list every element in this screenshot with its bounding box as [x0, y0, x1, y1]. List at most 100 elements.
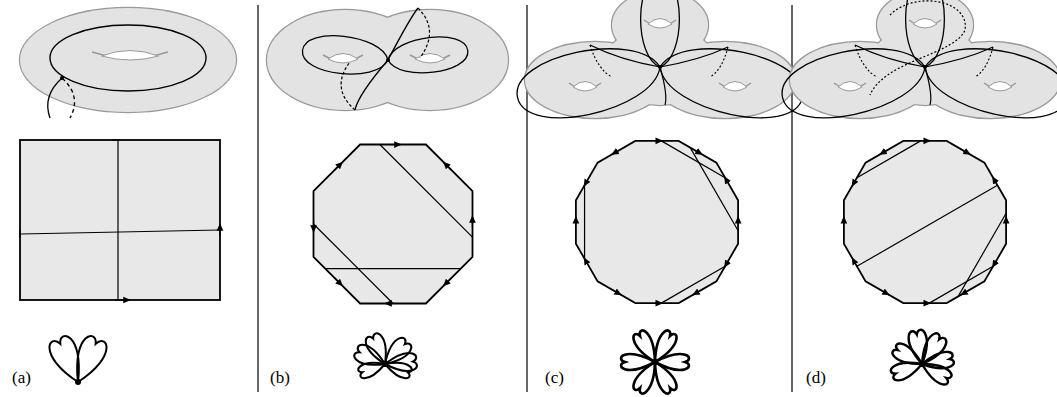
stroke: [660, 49, 803, 118]
stroke: [782, 49, 925, 118]
stroke: [923, 140, 930, 141]
stroke: [334, 162, 342, 170]
stroke: [710, 47, 728, 77]
stroke: [923, 65, 927, 69]
stroke: [693, 291, 699, 295]
stroke: [60, 76, 64, 80]
stroke: [925, 49, 1057, 118]
stroke: [605, 25, 715, 105]
stroke: [77, 336, 106, 382]
stroke: [648, 19, 672, 29]
stroke: [870, 25, 980, 105]
fundamental-polygon: [844, 141, 1006, 303]
stroke: [870, 1, 965, 95]
polygons: [20, 140, 1006, 304]
stroke: [870, 25, 980, 105]
stroke: [418, 8, 430, 58]
stroke: [314, 145, 473, 304]
stroke: [575, 217, 576, 224]
stroke: [390, 144, 401, 145]
stroke: [20, 230, 220, 234]
surface: [267, 8, 508, 110]
stroke: [880, 151, 886, 155]
stroke: [993, 177, 997, 183]
stroke: [386, 58, 390, 62]
bouquet-graph: [909, 330, 947, 367]
stroke: [341, 62, 355, 110]
bouquet-graph: [49, 336, 106, 385]
stroke: [661, 141, 725, 178]
stroke: [857, 141, 921, 178]
stroke: [612, 151, 618, 155]
surface: [20, 8, 236, 118]
stroke: [48, 78, 62, 118]
stroke: [925, 67, 931, 105]
stroke: [584, 180, 588, 186]
divider: [526, 5, 527, 392]
stroke: [723, 82, 747, 92]
stroke: [573, 82, 597, 92]
bouquet-graph: [358, 361, 412, 378]
stroke: [615, 291, 621, 295]
stroke: [590, 45, 612, 77]
stroke: [49, 336, 78, 382]
stroke: [605, 25, 715, 105]
stroke: [366, 333, 386, 364]
stroke: [696, 151, 702, 155]
stroke: [658, 65, 662, 69]
stroke: [655, 362, 677, 394]
stroke: [388, 8, 418, 60]
fundamental-polygon: [314, 145, 473, 304]
stroke: [844, 141, 1006, 303]
panel-label: (b): [270, 368, 290, 388]
stroke: [1006, 217, 1007, 224]
stroke: [738, 217, 739, 224]
stroke: [925, 47, 993, 67]
stroke: [325, 268, 461, 269]
stroke: [660, 47, 728, 67]
stroke: [385, 303, 396, 304]
stroke: [892, 343, 922, 364]
stroke: [838, 82, 862, 92]
stroke: [382, 361, 388, 367]
bouquets: [49, 330, 953, 394]
stroke: [115, 299, 130, 300]
stroke: [633, 330, 655, 362]
fundamental-polygon: [576, 141, 738, 303]
stroke: [444, 162, 452, 170]
stroke: [993, 261, 997, 267]
stroke: [855, 45, 877, 77]
stroke: [328, 54, 358, 64]
stroke: [313, 221, 314, 232]
stroke: [380, 145, 473, 238]
panel-label: (d): [806, 368, 826, 388]
surface: [782, 0, 1057, 118]
stroke: [843, 217, 844, 224]
stroke: [857, 185, 998, 266]
divider: [791, 5, 792, 392]
stroke: [102, 51, 159, 61]
stroke: [929, 266, 993, 303]
stroke: [517, 49, 660, 118]
stroke: [576, 141, 738, 303]
stroke: [584, 258, 588, 264]
stroke: [20, 140, 220, 300]
stroke: [314, 224, 393, 303]
stroke: [958, 213, 1006, 296]
bouquet-graph: [621, 330, 689, 393]
stroke: [964, 151, 970, 155]
stroke: [590, 45, 660, 67]
panel-label: (c): [545, 368, 564, 388]
stroke: [883, 291, 889, 295]
stroke: [385, 363, 412, 378]
fundamental-polygon: [20, 140, 220, 300]
stroke: [961, 291, 967, 295]
stroke: [472, 216, 473, 227]
stroke: [652, 359, 658, 365]
surface: [517, 0, 803, 118]
stroke: [641, 0, 680, 67]
stroke: [660, 67, 666, 105]
stroke: [334, 278, 342, 286]
